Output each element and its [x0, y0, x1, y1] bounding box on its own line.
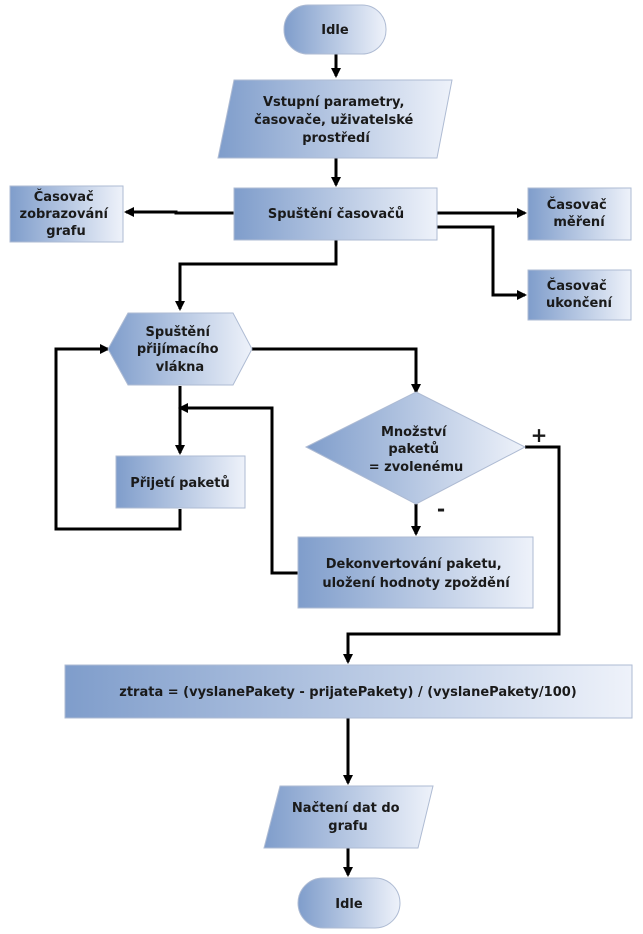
decision-label: Množství paketů = zvolenému: [369, 425, 464, 475]
arrow-timers-to-thread: [175, 240, 338, 311]
timer-graph-process: [9, 185, 124, 243]
start-thread-label: Spuštění přijímacího vlákna: [137, 325, 223, 375]
decision-diamond: [304, 391, 527, 505]
timer-measure-label: Časovač měření: [547, 197, 611, 230]
arrow-receive-loop-back: [54, 344, 182, 531]
idle-end-terminator: [297, 877, 401, 929]
load-graph-label: Načtení dat do grafu: [292, 801, 404, 834]
plus-sign: +: [531, 423, 548, 447]
arrow-thread-to-decision: [252, 347, 421, 394]
idle-start-terminator: [283, 4, 387, 55]
arrow-timers-to-graph-timer: [124, 207, 234, 217]
start-timers-label: Spuštění časovačů: [268, 207, 404, 222]
start-thread-hexagon: [107, 312, 253, 386]
idle-end-label: Idle: [335, 897, 363, 912]
load-graph-parallelogram: [263, 785, 434, 849]
start-timers-process: [233, 187, 438, 241]
loss-formula-label: ztrata = (vyslanePakety - prijatePakety)…: [119, 685, 576, 700]
inputs-parallelogram: [217, 79, 453, 159]
timer-graph-label: Časovač zobrazování grafu: [20, 189, 113, 239]
receive-packets-process: [115, 455, 246, 509]
receive-packets-label: Přijetí paketů: [130, 476, 230, 491]
arrow-deconvert-loop-back: [178, 403, 298, 575]
arrow-timers-to-end-timer: [437, 225, 527, 300]
deconvert-label: Dekonvertování paketu, uložení hodnoty z…: [322, 557, 511, 591]
labels: Idle Vstupní parametry, časovače, uživat…: [20, 23, 614, 912]
inputs-label: Vstupní parametry, časovače, uživatelské…: [254, 95, 418, 146]
arrow-decision-plus: [343, 445, 561, 664]
shapes: [9, 4, 633, 929]
minus-sign: -: [437, 497, 445, 521]
timer-end-label: Časovač ukončení: [546, 278, 614, 311]
connectors: [54, 54, 561, 877]
loss-formula-process: [64, 664, 633, 719]
idle-start-label: Idle: [321, 23, 349, 38]
timer-measure-process: [527, 187, 632, 241]
timer-end-process: [527, 269, 632, 321]
deconvert-process: [297, 536, 534, 609]
